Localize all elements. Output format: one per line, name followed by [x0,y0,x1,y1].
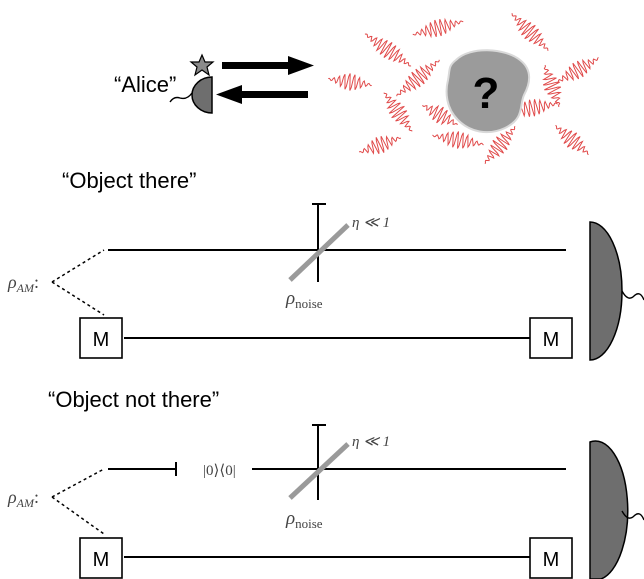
entangle-dotted-lower-2 [51,496,105,535]
memory-box-right [529,317,573,359]
wave-packet-4 [557,57,599,83]
vacuum-state-label: |0⟩⟨0| [203,463,236,479]
detector-icon [589,221,623,361]
rho-noise-label: ρnoise [285,288,323,311]
wave-packet-8 [432,131,484,149]
wave-packet-6 [396,59,440,97]
memory-box-right-label-2: M [543,549,560,571]
memory-box-left [79,317,123,359]
eta-label: η ≪ 1 [352,215,390,231]
hidden-object: ? [445,49,531,134]
memory-box-left-2 [79,537,123,579]
alice-scene: “Alice” [114,53,314,114]
question-mark-icon: ? [473,69,500,118]
alice-label: “Alice” [114,72,176,97]
wave-packet-11 [484,125,516,165]
wave-packet-13 [542,64,562,108]
panel-object-there: “Object there” η ≪ 1 ρnoise ρAM: M M [7,168,644,361]
entangle-dotted-lower [51,281,105,316]
light-pulses [328,13,599,165]
rho-am-label-2: ρAM: [7,487,39,510]
beam-splitter [288,223,350,282]
wave-packet-12 [358,135,402,155]
alice-detector-cable [169,92,193,103]
memory-box-right-2 [529,537,573,579]
wave-packet-3 [511,13,549,51]
beam-splitter-2 [288,442,350,500]
eta-label-2: η ≪ 1 [352,434,390,450]
memory-box-left-label-2: M [93,549,110,571]
alice-detector-icon [191,76,213,114]
wave-packet-10 [555,125,589,155]
returning-arrow-icon [216,85,308,104]
rho-am-label: ρAM: [7,272,39,295]
outgoing-arrow-icon [222,56,314,75]
panel-not-there-title: “Object not there” [48,387,219,412]
wave-packet-5 [328,73,372,91]
wave-packet-2 [412,17,464,39]
entangle-dotted-upper [51,249,105,283]
detector-cable [621,290,644,301]
detector-icon-2 [589,440,629,579]
star-source-icon [189,53,215,77]
detector-cable-2 [621,510,644,521]
wave-packet-14 [422,104,458,126]
memory-box-right-label: M [543,329,560,351]
panel-object-not-there: “Object not there” |0⟩⟨0| η ≪ 1 ρnoise ρ… [7,387,644,579]
rho-noise-label-2: ρnoise [285,508,323,531]
wave-packet-1 [364,33,412,67]
unknown-object-blob [445,49,531,134]
panel-there-title: “Object there” [62,168,197,193]
memory-box-left-label: M [93,329,110,351]
wave-packet-7 [383,92,413,132]
entangle-dotted-upper-2 [51,468,105,498]
